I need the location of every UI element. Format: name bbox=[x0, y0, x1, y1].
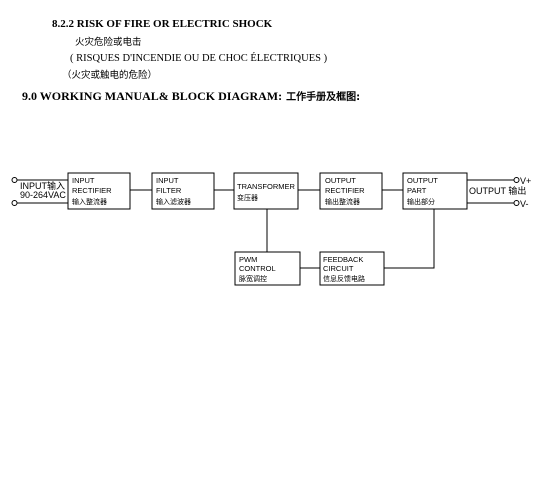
v-plus-label: V+ bbox=[520, 176, 531, 186]
section-title: 8.2.2 RISK OF FIRE OR ELECTRIC SHOCK bbox=[52, 18, 273, 30]
block-label-line2: FILTER bbox=[156, 186, 182, 195]
block-label-line1: PWM bbox=[239, 255, 257, 264]
block-output-rectifier: OUTPUT RECTIFIER 输出整流器 bbox=[319, 172, 383, 210]
input-terminal-top bbox=[11, 177, 18, 183]
block-feedback-circuit: FEEDBACK CIRCUIT 信息反馈电路 bbox=[319, 251, 385, 286]
output-terminal-minus bbox=[513, 200, 520, 206]
block-label-chinese: 输出部分 bbox=[407, 197, 435, 206]
block-label-line1: OUTPUT bbox=[325, 176, 356, 185]
block-label-line1: FEEDBACK bbox=[323, 255, 363, 264]
block-label-chinese: 输入滤波器 bbox=[156, 197, 191, 206]
input-range: 90-264VAC bbox=[20, 190, 66, 200]
manual-title-chinese: 工作手册及框图: bbox=[286, 92, 361, 103]
manual-title: 9.0 WORKING MANUAL& BLOCK DIAGRAM:工作手册及框… bbox=[22, 88, 360, 104]
section-title-chinese-2: （火灾或触电的危险） bbox=[62, 70, 158, 81]
input-terminal-bottom bbox=[11, 200, 18, 206]
section-title-chinese: 火灾危险或电击 bbox=[75, 37, 142, 48]
block-label-line2: PART bbox=[407, 186, 427, 195]
block-transformer: TRANSFORMER 变压器 bbox=[233, 172, 299, 210]
block-label-line2: CIRCUIT bbox=[323, 264, 354, 273]
block-label-line1: TRANSFORMER bbox=[237, 182, 296, 191]
block-label-chinese: 输入整流器 bbox=[72, 197, 107, 206]
block-label-line1: OUTPUT bbox=[407, 176, 438, 185]
block-label-chinese: 变压器 bbox=[237, 193, 258, 202]
wire-outpart-feedback bbox=[384, 209, 435, 269]
block-label-line2: CONTROL bbox=[239, 264, 276, 273]
output-label: OUTPUT 输出 bbox=[469, 185, 526, 196]
block-input-filter: INPUT FILTER 输入滤波器 bbox=[151, 172, 215, 210]
wires bbox=[17, 179, 514, 269]
block-label-line2: RECTIFIER bbox=[325, 186, 365, 195]
block-input-rectifier: INPUT RECTIFIER 输入整流器 bbox=[67, 172, 131, 210]
block-label-line2: RECTIFIER bbox=[72, 186, 112, 195]
output-terminal-plus bbox=[513, 177, 520, 183]
block-label-line1: INPUT bbox=[156, 176, 179, 185]
block-label-chinese: 输出整流器 bbox=[325, 197, 360, 206]
input-label: INPUT输入 bbox=[20, 180, 65, 191]
manual-title-text: 9.0 WORKING MANUAL& BLOCK DIAGRAM: bbox=[22, 89, 283, 103]
block-pwm-control: PWM CONTROL 脉宽调控 bbox=[234, 251, 301, 286]
section-title-french: ( RISQUES D'INCENDIE OU DE CHOC ÉLECTRIQ… bbox=[70, 53, 328, 64]
block-label-chinese: 脉宽调控 bbox=[239, 274, 267, 283]
v-minus-label: V- bbox=[520, 199, 529, 209]
block-output-part: OUTPUT PART 输出部分 bbox=[402, 172, 468, 210]
block-label-line1: INPUT bbox=[72, 176, 95, 185]
block-label-chinese: 信息反馈电路 bbox=[323, 274, 365, 283]
